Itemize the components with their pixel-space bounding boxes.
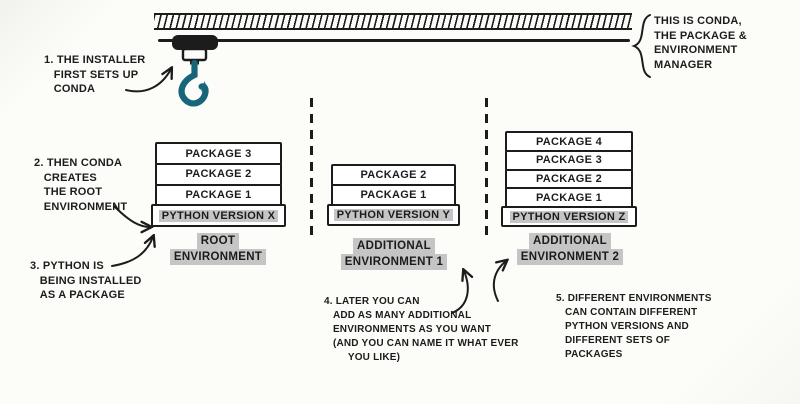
crane-trolley bbox=[172, 35, 218, 50]
package-box: PACKAGE 3 bbox=[155, 142, 282, 165]
environment-stack-additional-2: PACKAGE 4 PACKAGE 3 PACKAGE 2 PACKAGE 1 … bbox=[501, 131, 637, 228]
environment-label-root: ROOT ENVIRONMENT bbox=[150, 233, 286, 265]
annotation-note-3: 3. PYTHON IS BEING INSTALLED AS A PACKAG… bbox=[30, 260, 142, 301]
brace bbox=[631, 14, 651, 78]
divider-dashed-line-2 bbox=[485, 98, 488, 236]
environment-stack-additional-1: PACKAGE 2 PACKAGE 1 PYTHON VERSION Y bbox=[327, 164, 460, 226]
environment-label-additional-2: ADDITIONAL ENVIRONMENT 2 bbox=[500, 233, 640, 265]
annotation-note-2: 2. THEN CONDA CREATES THE ROOT ENVIRONME… bbox=[34, 157, 128, 213]
annotation-note-4: 4. LATER YOU CAN ADD AS MANY ADDITIONAL … bbox=[324, 296, 519, 363]
python-version-text: PYTHON VERSION Z bbox=[509, 210, 629, 223]
environment-stack-root: PACKAGE 3 PACKAGE 2 PACKAGE 1 PYTHON VER… bbox=[151, 142, 286, 228]
python-version-box: PYTHON VERSION Z bbox=[501, 206, 637, 228]
python-version-box: PYTHON VERSION X bbox=[151, 204, 286, 228]
package-box: PACKAGE 2 bbox=[331, 164, 456, 186]
environment-label-additional-1: ADDITIONAL ENVIRONMENT 1 bbox=[326, 238, 462, 270]
package-box: PACKAGE 2 bbox=[155, 162, 282, 186]
hatched-ceiling-beam bbox=[154, 13, 632, 30]
package-box: PACKAGE 1 bbox=[155, 183, 282, 207]
divider-dashed-line-1 bbox=[310, 98, 313, 236]
crane-hook-icon bbox=[172, 35, 218, 107]
crane-connector bbox=[181, 47, 208, 62]
hook-shape bbox=[178, 59, 209, 107]
python-version-text: PYTHON VERSION Y bbox=[333, 208, 454, 221]
conda-title-note: THIS IS CONDA, THE PACKAGE & ENVIRONMENT… bbox=[654, 15, 747, 71]
crane-rail bbox=[158, 39, 630, 42]
annotation-note-1: 1. THE INSTALLER FIRST SETS UP CONDA bbox=[44, 54, 146, 95]
package-box: PACKAGE 3 bbox=[505, 149, 633, 171]
hook-tip bbox=[201, 81, 209, 92]
package-box: PACKAGE 4 bbox=[505, 131, 633, 152]
package-box: PACKAGE 1 bbox=[331, 183, 456, 206]
python-version-text: PYTHON VERSION X bbox=[158, 209, 279, 222]
annotation-note-5: 5. DIFFERENT ENVIRONMENTS CAN CONTAIN DI… bbox=[556, 293, 712, 360]
python-version-box: PYTHON VERSION Y bbox=[327, 203, 460, 226]
